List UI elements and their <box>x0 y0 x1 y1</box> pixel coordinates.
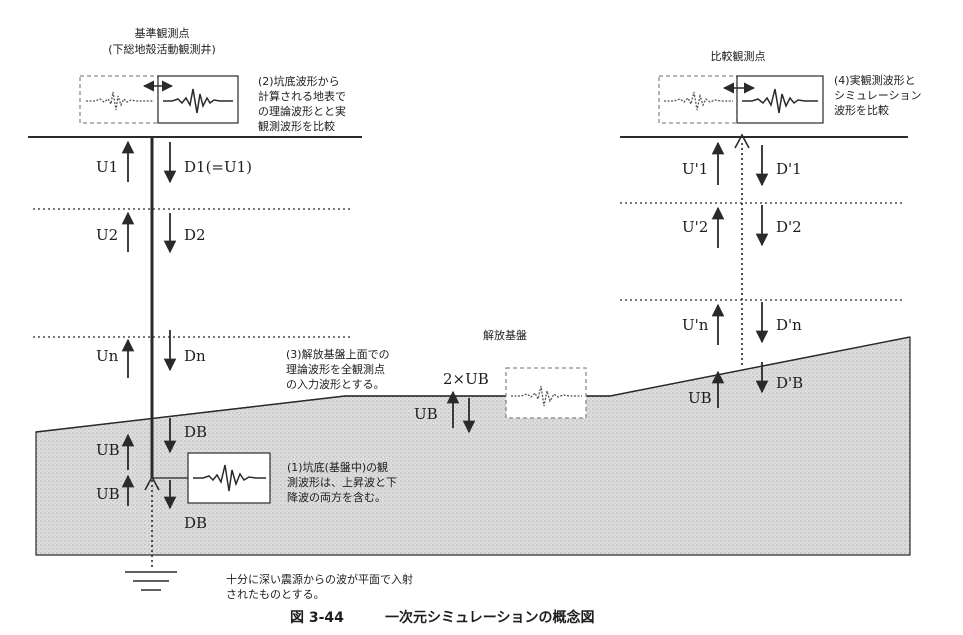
right-up-label-1: U'1 <box>682 160 708 178</box>
right-down-label-2: D'2 <box>776 218 802 236</box>
right-station-note-line-3: 波形を比較 <box>834 103 889 117</box>
left-station-subtitle: (下総地殻活動観測井) <box>108 42 216 56</box>
bedrock-note-line-2: 理論波形を全観測点 <box>286 362 385 376</box>
right-observed-waveform <box>742 88 818 114</box>
right-down-label-n: D'n <box>776 316 802 334</box>
source-note-line-2: されたものとする。 <box>226 588 325 601</box>
bedrock-title: 解放基盤 <box>483 328 527 342</box>
borehole-incident-arrowhead <box>144 475 160 491</box>
bedrock-up-label: UB <box>414 405 438 423</box>
left-down-label-n: Dn <box>184 347 206 365</box>
left-wave-arrows <box>121 140 177 510</box>
bedrock-waveform <box>511 385 582 407</box>
left-up-label-b: UB <box>96 441 120 459</box>
bedrock-wave-arrows <box>446 390 476 434</box>
source-note-line-1: 十分に深い震源からの波が平面で入射 <box>226 572 413 586</box>
right-up-label-n: U'n <box>682 316 709 334</box>
bedrock-note-line-1: (3)解放基盤上面での <box>286 347 390 361</box>
right-station-title: 比較観測点 <box>711 49 766 63</box>
left-observed-wave-box <box>157 75 239 124</box>
left-down-label-b: DB <box>184 423 207 441</box>
left-down-label-2: D2 <box>184 226 206 244</box>
right-station-note-line-1: (4)実観測波形と <box>834 73 916 87</box>
left-station-note-line-2: 計算される地表で <box>258 89 346 103</box>
figure-number: 図 3-44 <box>290 610 344 626</box>
figure-title: 一次元シミュレーションの概念図 <box>385 609 594 626</box>
right-up-label-2: U'2 <box>682 218 708 236</box>
left-station-title: 基準観測点 <box>135 26 190 40</box>
right-theoretical-wave-box <box>658 75 738 124</box>
borehole-down-label: DB <box>184 514 207 532</box>
ground-symbol <box>125 571 177 591</box>
right-wave-arrows <box>711 141 769 408</box>
borehole-note-line-2: 測波形は、上昇波と下 <box>287 475 397 489</box>
bedrock-wave-box <box>505 367 587 419</box>
left-station-note-line-1: (2)坑底波形から <box>258 74 340 88</box>
left-observed-waveform <box>163 88 233 114</box>
borehole-up-label: UB <box>96 485 120 503</box>
left-station-note-line-3: の理論波形とと実 <box>258 104 346 118</box>
bedrock-amplitude-label: 2×UB <box>443 370 489 388</box>
right-down-label-1: D'1 <box>776 160 802 178</box>
left-up-label-n: Un <box>96 347 119 365</box>
right-observed-wave-box <box>736 75 824 124</box>
bedrock-note-line-3: の入力波形とする。 <box>286 378 385 391</box>
borehole-waveform <box>193 464 266 492</box>
left-station-note-line-4: 観測波形を比較 <box>258 119 335 133</box>
left-down-label-1: D1(=U1) <box>184 158 252 176</box>
left-up-label-2: U2 <box>96 226 118 244</box>
left-up-label-1: U1 <box>96 158 118 176</box>
right-station-note-line-2: シミュレーション <box>834 89 922 102</box>
bedrock-top-boundary <box>35 336 911 433</box>
borehole-note-line-1: (1)坑底(基盤中)の観 <box>287 460 388 474</box>
right-theoretical-waveform <box>664 91 733 111</box>
borehole-note-line-3: 降波の両方を含む。 <box>287 490 386 504</box>
right-down-label-b: D'B <box>776 374 803 392</box>
left-theoretical-waveform <box>86 91 154 111</box>
right-station-path-arrowhead <box>734 133 750 149</box>
right-up-label-b: UB <box>688 389 712 407</box>
